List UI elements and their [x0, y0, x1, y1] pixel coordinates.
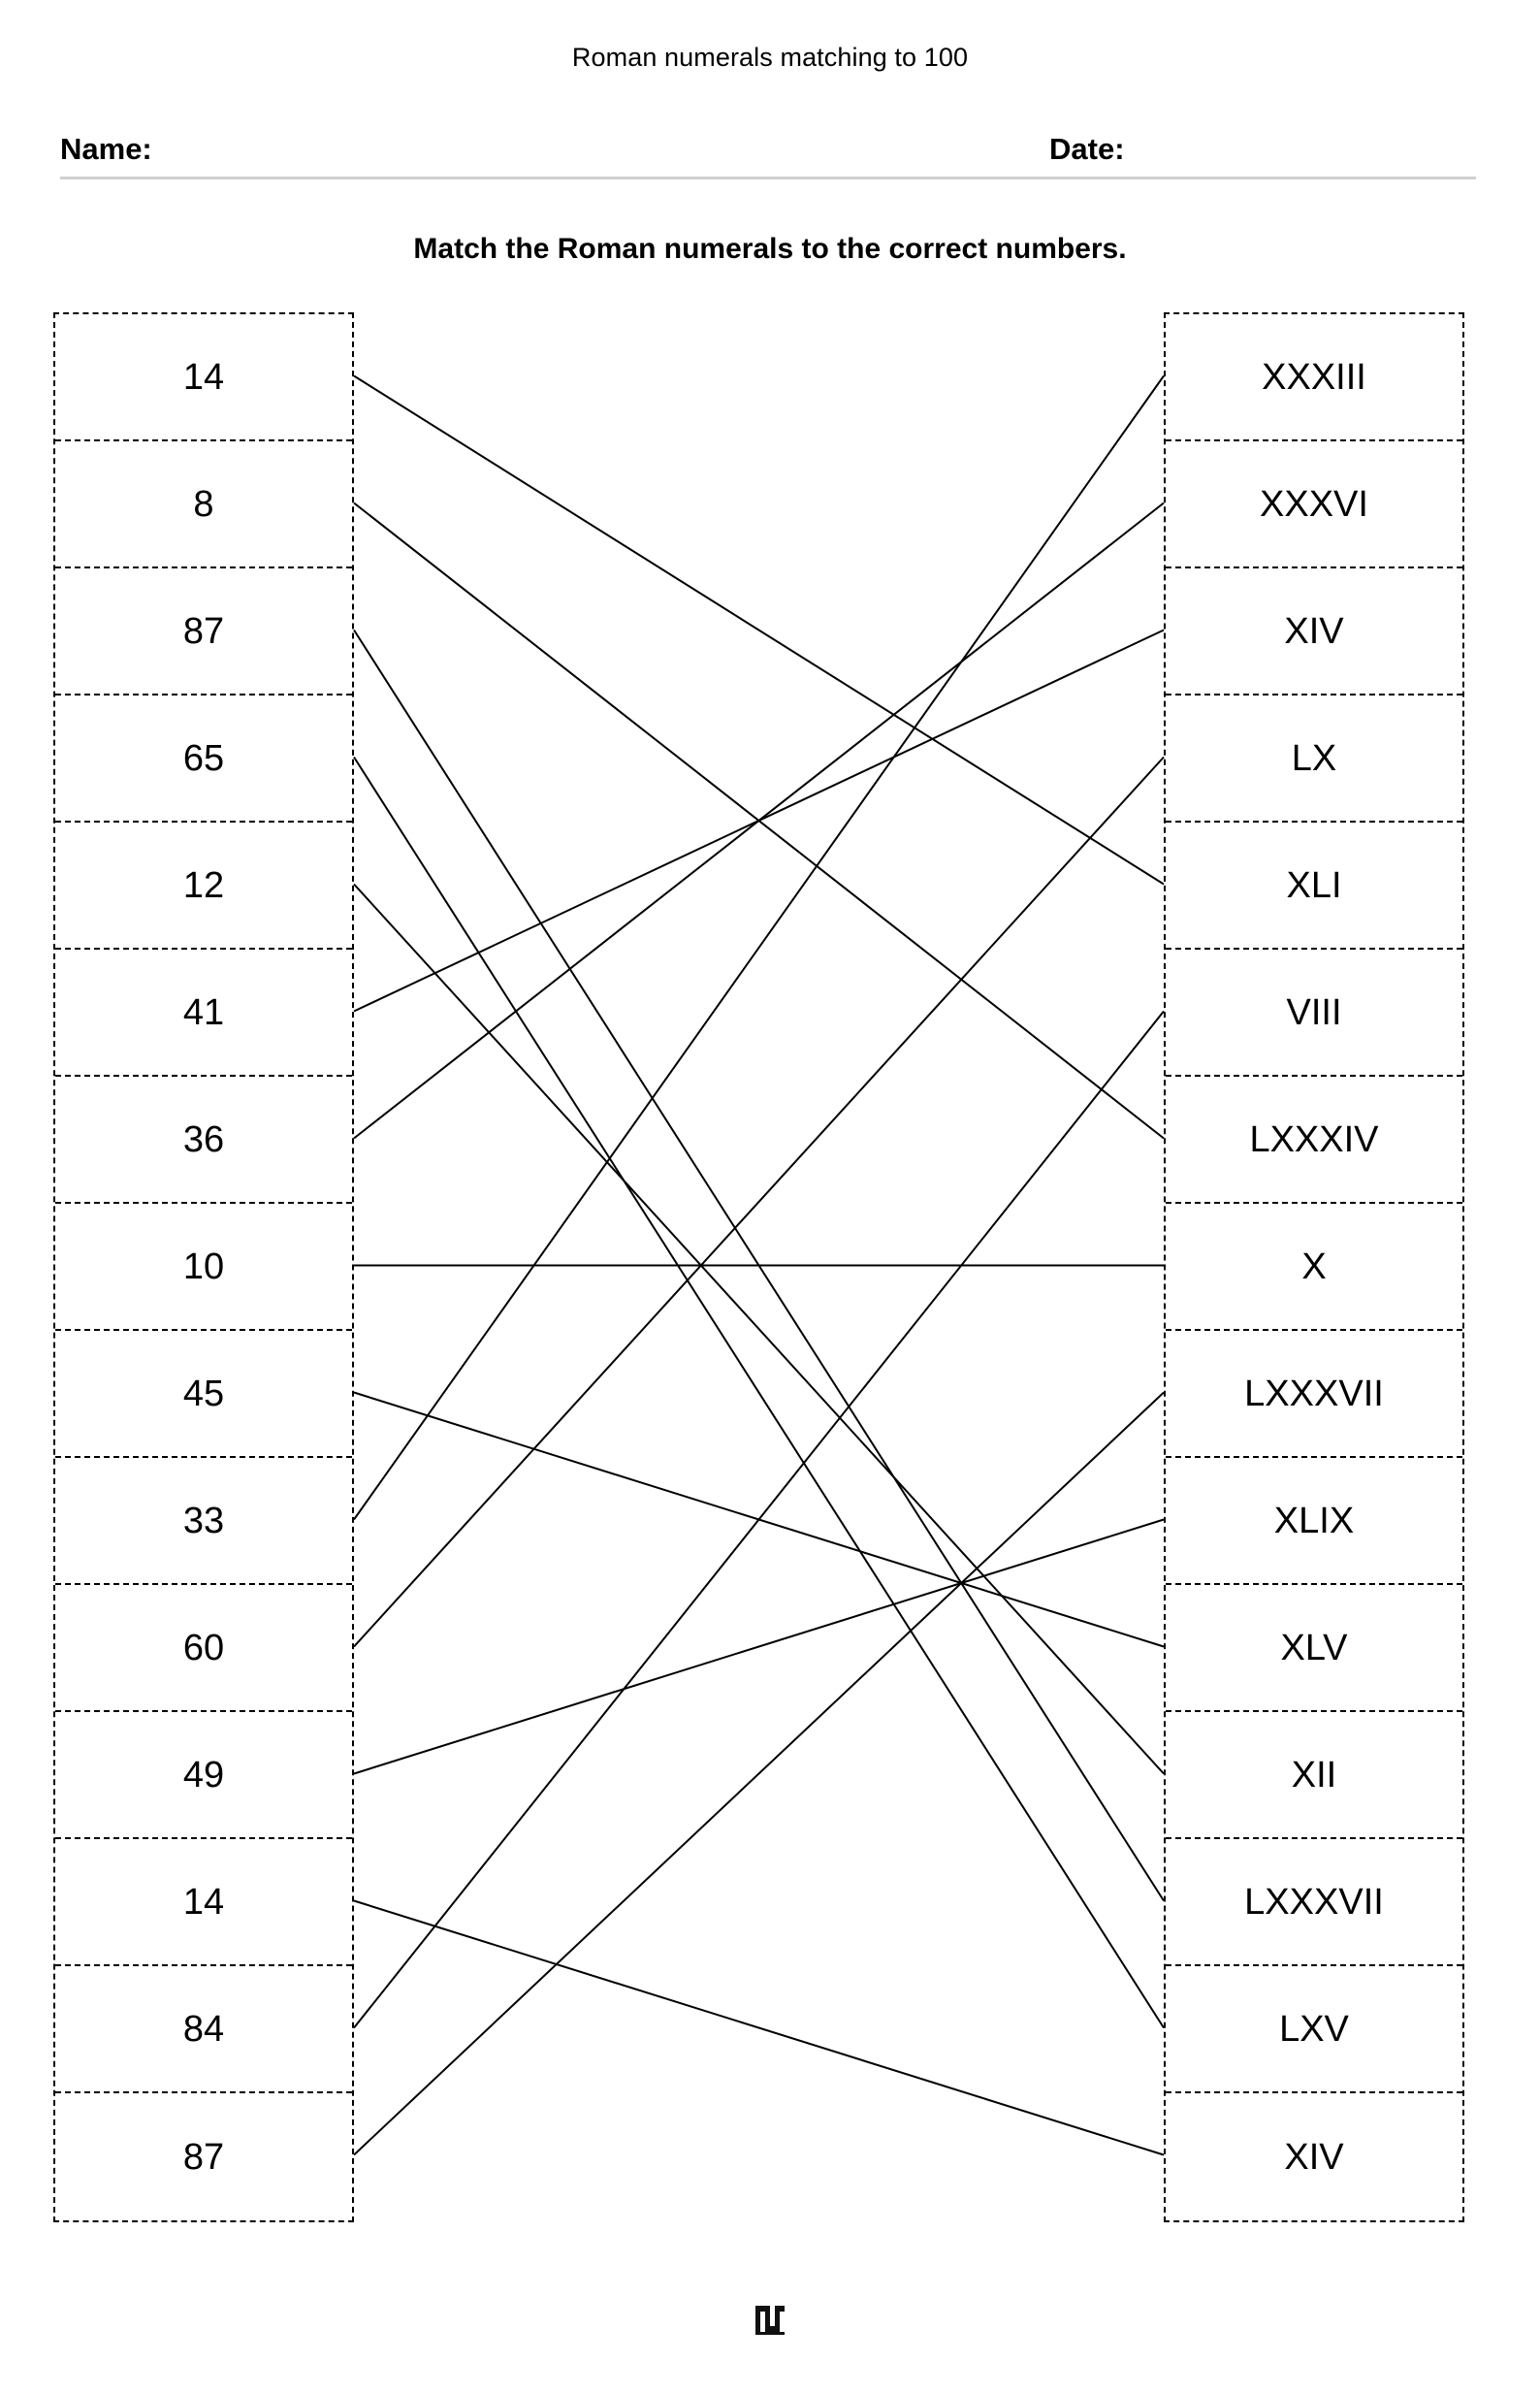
- number-cell[interactable]: 87: [55, 568, 352, 696]
- match-line: [353, 1518, 1165, 1775]
- match-line: [353, 883, 1165, 1775]
- roman-numeral-value: VIII: [1286, 991, 1342, 1033]
- roman-numeral-value: XIV: [1284, 2136, 1344, 2178]
- roman-numeral-cell[interactable]: LXV: [1166, 1966, 1462, 2093]
- number-cell[interactable]: 33: [55, 1458, 352, 1585]
- roman-numeral-cell[interactable]: XLIX: [1166, 1458, 1462, 1585]
- roman-numeral-cell[interactable]: LX: [1166, 696, 1462, 823]
- match-line: [353, 1010, 1165, 2029]
- roman-numeral-cell[interactable]: X: [1166, 1204, 1462, 1331]
- header-divider: [60, 177, 1476, 179]
- date-label: Date:: [1049, 132, 1125, 166]
- number-value: 12: [182, 864, 225, 906]
- match-line: [353, 1391, 1165, 1648]
- roman-numeral-cell[interactable]: XXXIII: [1166, 314, 1462, 441]
- roman-numeral-cell[interactable]: LXXXVII: [1166, 1331, 1462, 1458]
- number-value: 87: [182, 2136, 225, 2178]
- roman-numeral-cell[interactable]: XIV: [1166, 568, 1462, 696]
- roman-numeral-value: XLIX: [1273, 1500, 1355, 1541]
- roman-numeral-value: XLI: [1286, 864, 1342, 906]
- number-cell[interactable]: 60: [55, 1585, 352, 1712]
- roman-numeral-value: X: [1301, 1246, 1327, 1287]
- match-line: [353, 501, 1165, 1140]
- roman-numeral-cell[interactable]: XLV: [1166, 1585, 1462, 1712]
- match-line: [353, 501, 1165, 1140]
- roman-numeral-cell[interactable]: XIV: [1166, 2093, 1462, 2220]
- number-value: 14: [182, 1881, 225, 1923]
- roman-numeral-value: LXXXVII: [1244, 1373, 1384, 1414]
- number-value: 14: [182, 356, 225, 398]
- name-label: Name:: [60, 132, 152, 166]
- number-value: 84: [182, 2008, 225, 2050]
- roman-numeral-value: XII: [1291, 1754, 1337, 1796]
- match-line: [353, 629, 1165, 1902]
- number-cell[interactable]: 49: [55, 1712, 352, 1839]
- number-value: 49: [182, 1754, 225, 1796]
- roman-numeral-value: LX: [1291, 737, 1337, 779]
- match-line: [353, 1899, 1165, 2156]
- match-line: [353, 756, 1165, 2029]
- number-value: 60: [182, 1627, 225, 1668]
- roman-numeral-cell[interactable]: XLI: [1166, 823, 1462, 950]
- match-line: [353, 374, 1165, 886]
- number-cell[interactable]: 65: [55, 696, 352, 823]
- number-value: 36: [182, 1118, 225, 1160]
- number-cell[interactable]: 14: [55, 1839, 352, 1966]
- number-cell[interactable]: 45: [55, 1331, 352, 1458]
- match-line: [353, 374, 1165, 1521]
- page-title: Roman numerals matching to 100: [571, 43, 969, 72]
- number-value: 33: [182, 1500, 225, 1541]
- instruction-text: Match the Roman numerals to the correct …: [413, 233, 1127, 265]
- match-line: [353, 1391, 1165, 2156]
- number-value: 45: [182, 1373, 225, 1414]
- number-value: 8: [193, 483, 214, 525]
- number-value: 65: [182, 737, 225, 779]
- number-value: 87: [182, 610, 225, 652]
- number-cell[interactable]: 14: [55, 314, 352, 441]
- roman-numeral-cell[interactable]: LXXXVII: [1166, 1839, 1462, 1966]
- roman-numeral-value: XXXIII: [1262, 356, 1366, 398]
- mu-logo-icon: [755, 2306, 785, 2335]
- number-cell[interactable]: 36: [55, 1077, 352, 1204]
- roman-numeral-value: XXXVI: [1260, 483, 1368, 525]
- roman-numerals-column: XXXIII XXXVI XIV LX XLI VIII LXXXIV X LXXXVII XLI…: [1164, 312, 1464, 2222]
- number-cell[interactable]: 41: [55, 950, 352, 1077]
- roman-numeral-cell[interactable]: LXXXIV: [1166, 1077, 1462, 1204]
- matching-exercise: 14 8 87 65 12 41 36 10 45 33 60 49 14 84 87 XXXIII XXXV…: [0, 312, 1540, 2252]
- match-line: [353, 756, 1165, 1648]
- match-line: [353, 629, 1165, 1013]
- roman-numeral-value: XLV: [1280, 1627, 1348, 1668]
- roman-numeral-cell[interactable]: XXXVI: [1166, 441, 1462, 568]
- numbers-column: 14 8 87 65 12 41 36 10 45 33 60 49 14 84 87: [53, 312, 354, 2222]
- number-cell[interactable]: 10: [55, 1204, 352, 1331]
- roman-numeral-value: LXXXVII: [1244, 1881, 1384, 1923]
- number-cell[interactable]: 84: [55, 1966, 352, 2093]
- roman-numeral-value: LXV: [1279, 2008, 1349, 2050]
- roman-numeral-value: LXXXIV: [1249, 1118, 1379, 1160]
- roman-numeral-value: XIV: [1284, 610, 1344, 652]
- number-cell[interactable]: 12: [55, 823, 352, 950]
- name-date-row: Name: Date:: [60, 132, 1476, 173]
- roman-numeral-cell[interactable]: VIII: [1166, 950, 1462, 1077]
- roman-numeral-cell[interactable]: XII: [1166, 1712, 1462, 1839]
- number-cell[interactable]: 87: [55, 2093, 352, 2220]
- number-value: 10: [182, 1246, 225, 1287]
- number-cell[interactable]: 8: [55, 441, 352, 568]
- number-value: 41: [182, 991, 225, 1033]
